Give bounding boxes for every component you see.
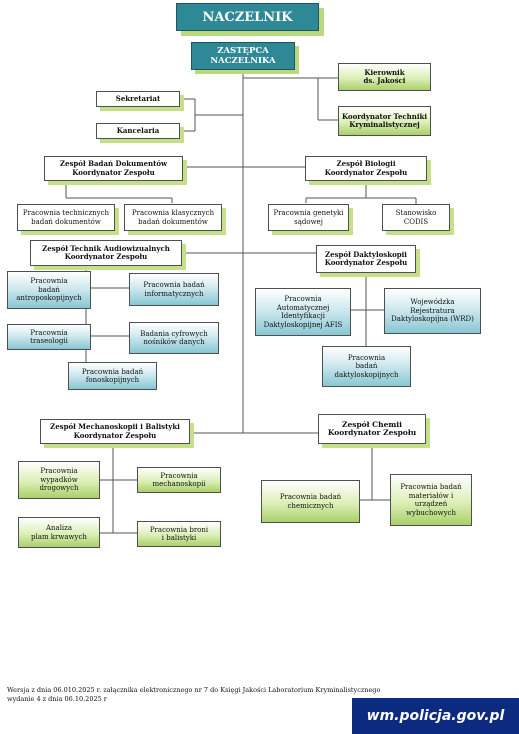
codis-station-box: Stanowisko CODIS xyxy=(382,204,450,231)
lab-chemical-research-box: Pracownia badań chemicznych xyxy=(261,480,360,523)
team-biology-box: Zespół Biologii Koordynator Zespołu xyxy=(305,156,427,181)
footer-line-1: Wersja z dnia 06.010.2025 r. załącznika … xyxy=(7,686,381,694)
crime-technique-coordinator-box: Koordynator Techniki Kryminalistycznej xyxy=(338,106,431,136)
lab-explosives-box: Pracownia badań materiałów i urządzeń wy… xyxy=(390,474,472,526)
lab-classical-documents-box: Pracownia klasycznych badań dokumentów xyxy=(124,204,222,231)
chancellery-box: Kancelaria xyxy=(96,123,180,139)
team-chemistry-box: Zespół Chemii Koordynator Zespołu xyxy=(318,414,426,444)
deputy-box: ZASTĘPCA NACZELNIKA xyxy=(191,42,295,70)
bloodstain-analysis-box: Analiza plam krwawych xyxy=(18,517,100,548)
lab-dactyloscopy-box: Pracownia badań daktyloskopijnych xyxy=(322,346,411,387)
lab-weapons-ballistics-box: Pracownia broni i balistyki xyxy=(137,521,221,547)
lab-phonoscopy-box: Pracownia badań fonoskopijnych xyxy=(68,362,157,390)
naczelnik-box: NACZELNIK xyxy=(176,3,319,31)
brand-banner[interactable]: wm.policja.gov.pl xyxy=(352,698,519,734)
lab-forensic-genetics-box: Pracownia genetyki sądowej xyxy=(268,204,349,231)
team-documents-box: Zespół Badań Dokumentów Koordynator Zesp… xyxy=(44,156,183,181)
lab-technical-documents-box: Pracownia technicznych badań dokumentów xyxy=(17,204,115,231)
secretariat-box: Sekretariat xyxy=(96,91,180,107)
team-dactyloscopy-box: Zespół Daktyloskopii Koordynator Zespołu xyxy=(316,245,416,273)
lab-informatics-box: Pracownia badań informatycznych xyxy=(129,273,219,306)
quality-manager-box: Kierownik ds. Jakości xyxy=(338,63,431,91)
team-audiovisual-box: Zespół Technik Audiowizualnych Koordynat… xyxy=(30,240,182,266)
footer-note: Wersja z dnia 06.010.2025 r. załącznika … xyxy=(7,686,380,704)
lab-anthroposcopy-box: Pracownia badań antroposkopijnych xyxy=(7,271,91,309)
lab-afis-box: Pracownia Automatycznej Identyfikacji Da… xyxy=(255,288,351,336)
lab-traffic-accidents-box: Pracownia wypadków drogowych xyxy=(18,461,100,499)
lab-mechanoscopy-box: Pracownia mechanoskopii xyxy=(137,467,221,493)
team-mechanoscopy-ballistics-box: Zespół Mechanoskopii i Balistyki Koordyn… xyxy=(40,419,190,444)
dactyloscopy-registry-box: Wojewódzka Rejestratura Daktyloskopijna … xyxy=(384,288,481,334)
digital-media-research-box: Badania cyfrowych nośników danych xyxy=(129,322,219,354)
lab-traceology-box: Pracownia traseologii xyxy=(7,324,91,350)
footer-line-2: wydanie 4 z dnia 06.10.2025 r xyxy=(7,695,107,703)
